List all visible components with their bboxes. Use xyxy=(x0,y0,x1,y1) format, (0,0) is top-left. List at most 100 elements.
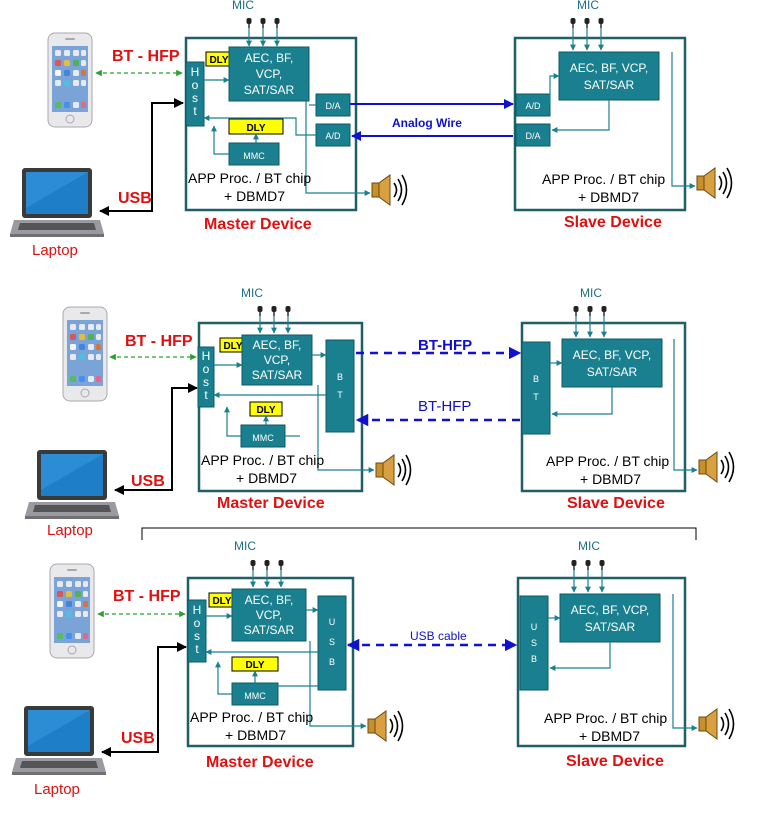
usb-block xyxy=(317,595,347,691)
slave-label: Slave Device xyxy=(566,753,664,770)
phone-icon xyxy=(47,32,93,128)
chip-line1: APP Proc. / BT chip xyxy=(201,452,324,468)
mic-icon xyxy=(263,559,271,571)
laptop-label: Laptop xyxy=(34,781,80,798)
section-divider xyxy=(141,527,697,540)
bt-block xyxy=(325,339,355,433)
mic-label: MIC xyxy=(234,539,256,553)
phone-icon xyxy=(49,563,95,659)
mic-label: MIC xyxy=(580,286,602,300)
laptop-label: Laptop xyxy=(47,522,93,539)
mic-icon xyxy=(256,305,264,317)
da-block xyxy=(515,123,551,147)
chip-line1: APP Proc. / BT chip xyxy=(542,171,665,187)
mic-label: MIC xyxy=(577,0,599,12)
speaker-icon xyxy=(698,708,735,740)
mic-icon xyxy=(273,17,281,29)
dsp-block xyxy=(561,338,663,388)
phone-icon xyxy=(62,306,108,402)
mic-label: MIC xyxy=(241,286,263,300)
usb-block xyxy=(519,595,549,691)
laptop-icon xyxy=(12,706,106,775)
mic-icon xyxy=(249,559,257,571)
mic-icon xyxy=(569,17,577,29)
mic-icon xyxy=(586,305,594,317)
mic-icon xyxy=(284,305,292,317)
mic-icon xyxy=(597,17,605,29)
bt-hfp-link-label: BT-HFP xyxy=(418,398,471,415)
bt-hfp-label: BT - HFP xyxy=(125,333,193,350)
host-block xyxy=(197,346,215,408)
host-block xyxy=(185,61,205,127)
slave-label: Slave Device xyxy=(567,495,665,512)
chip-line1: APP Proc. / BT chip xyxy=(190,709,313,725)
ad-label: A/D xyxy=(325,131,341,141)
dsp-label: AEC, BF, VCP,SAT/SAR xyxy=(570,61,648,92)
chip-line2: + DBMD7 xyxy=(224,188,285,204)
dsp-block xyxy=(231,588,307,642)
speaker-icon xyxy=(698,451,735,483)
dly-label: DLY xyxy=(209,55,228,66)
chip-line1: APP Proc. / BT chip xyxy=(188,170,311,186)
bt-block xyxy=(521,341,551,435)
usb-cable-label: USB cable xyxy=(410,629,467,643)
dsp-label: AEC, BF,VCP,SAT/SAR xyxy=(252,338,303,382)
bt-hfp-link-label: BT-HFP xyxy=(418,337,472,354)
master-label: Master Device xyxy=(204,216,312,233)
chip-line1: APP Proc. / BT chip xyxy=(544,710,667,726)
dsp-label: AEC, BF,VCP,SAT/SAR xyxy=(244,593,295,637)
bt-hfp-label: BT - HFP xyxy=(113,588,181,605)
mic-icon xyxy=(584,559,592,571)
host-block xyxy=(187,599,207,663)
laptop-label: Laptop xyxy=(32,242,78,259)
speaker-icon xyxy=(367,710,404,742)
dsp-block xyxy=(241,334,313,386)
dly-label: DLY xyxy=(245,660,264,671)
usb-link xyxy=(101,642,187,757)
dly-label: DLY xyxy=(223,341,242,352)
chip-line2: + DBMD7 xyxy=(225,727,286,743)
usb-link xyxy=(114,383,198,495)
speaker-icon xyxy=(696,167,733,199)
chip-line2: + DBMD7 xyxy=(578,189,639,205)
mmc-label: MMC xyxy=(252,433,274,443)
dsp-block xyxy=(558,51,660,101)
master-label: Master Device xyxy=(217,495,325,512)
usb-label: USB xyxy=(131,473,165,490)
chip-line2: + DBMD7 xyxy=(580,471,641,487)
speaker-icon xyxy=(371,174,408,206)
dly-label: DLY xyxy=(256,405,275,416)
mic-icon xyxy=(600,305,608,317)
da-label: D/A xyxy=(325,101,340,111)
speaker-icon xyxy=(375,454,412,486)
mic-icon xyxy=(583,17,591,29)
mic-icon xyxy=(572,305,580,317)
dsp-block xyxy=(228,46,310,102)
mic-label: MIC xyxy=(232,0,254,12)
laptop-icon xyxy=(25,450,119,519)
master-label: Master Device xyxy=(206,754,314,771)
dly-label: DLY xyxy=(246,123,265,134)
bt-hfp-label: BT - HFP xyxy=(112,48,180,65)
dly-label: DLY xyxy=(212,596,231,607)
chip-line1: APP Proc. / BT chip xyxy=(546,453,669,469)
mic-icon xyxy=(570,559,578,571)
chip-line2: + DBMD7 xyxy=(579,728,640,744)
laptop-icon xyxy=(10,168,104,237)
ad-label: A/D xyxy=(525,101,541,111)
mic-label: MIC xyxy=(578,539,600,553)
usb-label: USB xyxy=(118,190,152,207)
mic-icon xyxy=(245,17,253,29)
da-label: D/A xyxy=(525,131,540,141)
usb-label: USB xyxy=(121,730,155,747)
dsp-label: AEC, BF,VCP,SAT/SAR xyxy=(244,51,295,97)
